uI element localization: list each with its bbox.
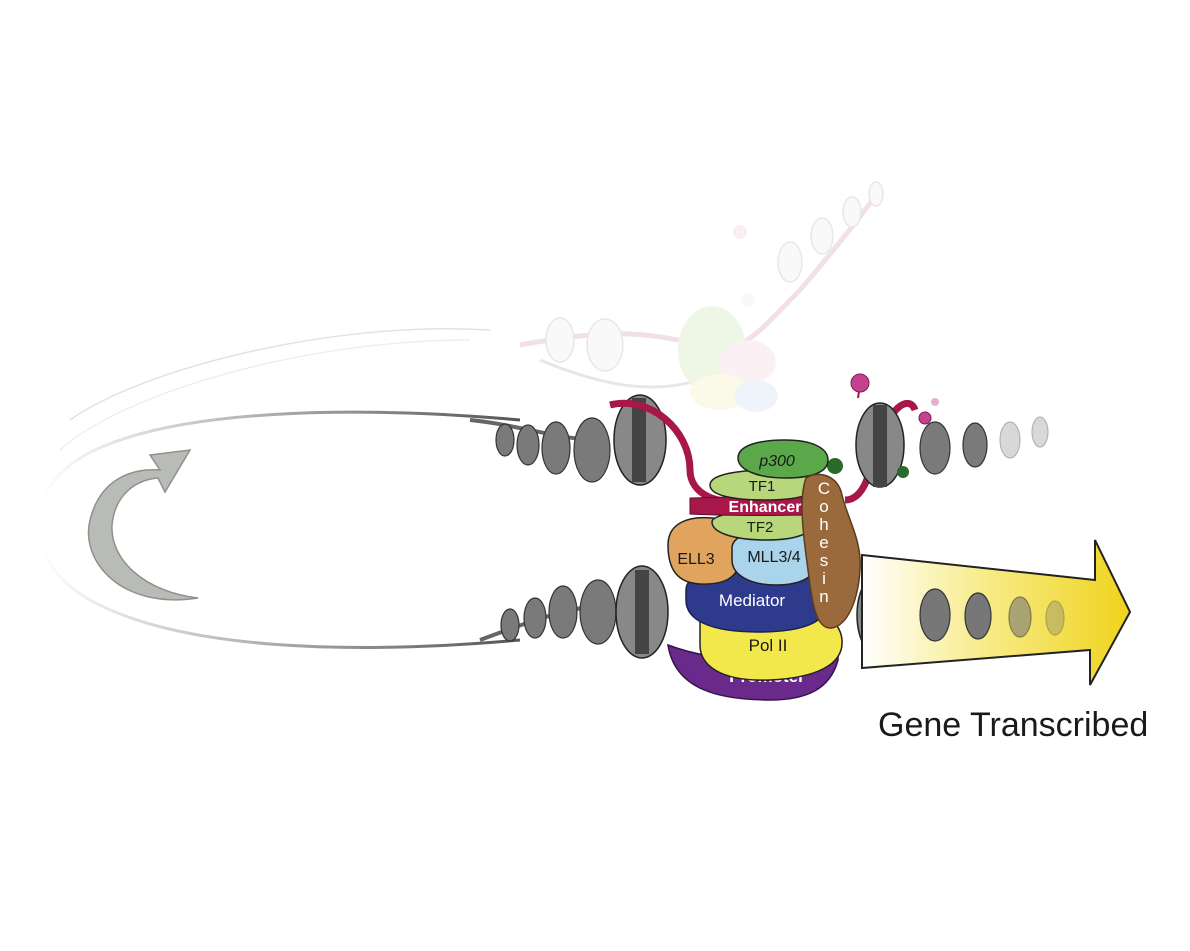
ghost-complex — [519, 181, 884, 412]
transcribed-nucleosomes — [919, 588, 1065, 642]
transcription-arrow — [861, 539, 1132, 686]
histone-marks — [827, 373, 939, 478]
enhancer-chromatin — [469, 373, 1049, 505]
mll-label: MLL3/4 — [747, 549, 800, 566]
tf2-label: TF2 — [747, 519, 774, 536]
ell3: ELL3 — [667, 516, 742, 585]
loop-direction-arrow — [87, 449, 199, 601]
tf1-label: TF1 — [749, 478, 776, 495]
mll3-4: MLL3/4 — [731, 529, 819, 586]
pol-ii-label: Pol II — [749, 636, 788, 655]
dna-loop — [36, 327, 521, 649]
p300-label: p300 — [758, 453, 795, 470]
ell3-label: ELL3 — [677, 551, 714, 568]
gene-transcribed-caption: Gene Transcribed — [878, 706, 1149, 744]
enhancer-label: Enhancer — [729, 499, 802, 516]
p300: p300 — [737, 439, 829, 479]
mediator-label: Mediator — [719, 591, 785, 610]
